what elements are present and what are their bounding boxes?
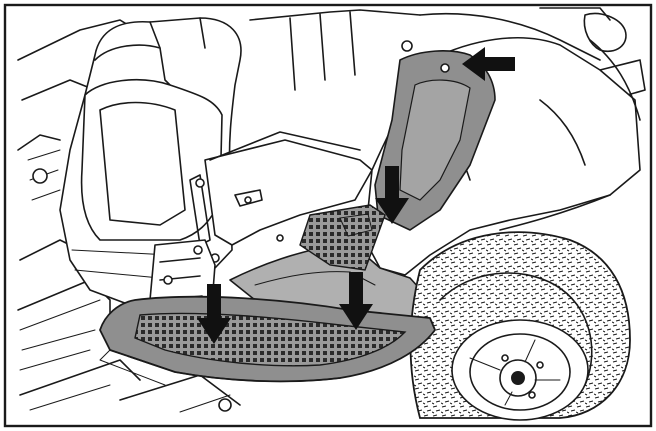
steering-column <box>59 17 242 306</box>
rear-wheel <box>409 231 631 421</box>
bolt <box>32 168 48 184</box>
arrow-icon <box>375 166 409 224</box>
floor-mat-highlighted <box>229 204 431 331</box>
figure-border <box>3 3 653 428</box>
side-plate-highlighted <box>374 50 496 231</box>
bolt <box>440 63 450 73</box>
arrow-icon <box>197 284 231 344</box>
arrow-icon <box>339 272 373 330</box>
callout-arrows <box>197 47 515 344</box>
bolt <box>218 398 232 412</box>
arrow-icon <box>462 47 515 81</box>
